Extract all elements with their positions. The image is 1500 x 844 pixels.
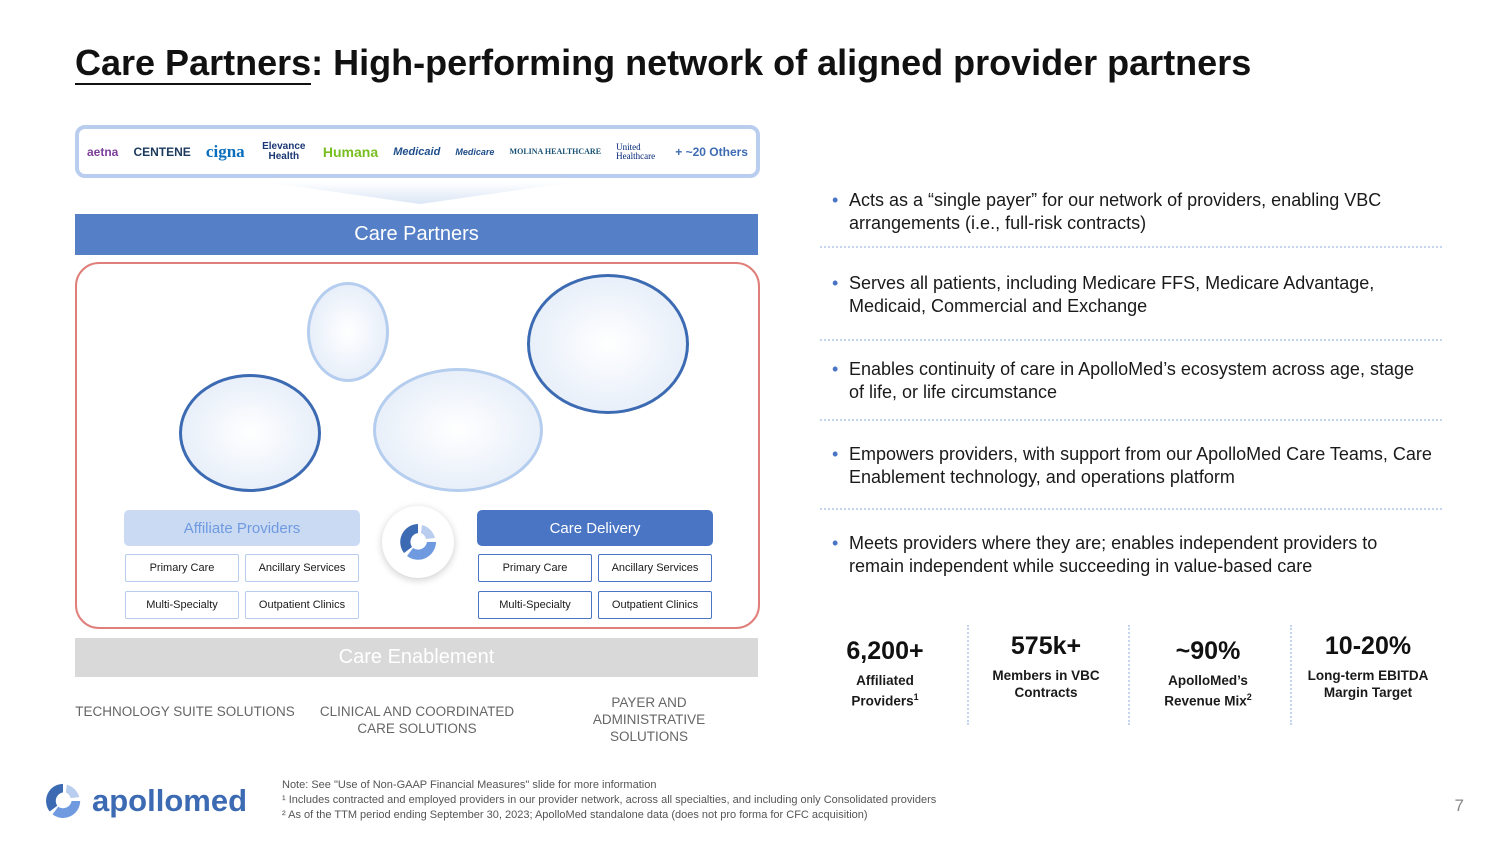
stat-affiliated-providers: 6,200+ Affiliated Providers1 [810,637,960,710]
payer-admin-solutions: PAYER AND ADMINISTRATIVE SOLUTIONS [592,695,706,744]
stat-label-text: Affiliated Providers [851,673,914,709]
bullet-empowers-providers: Empowers providers, with support from ou… [832,443,1432,489]
payer-logo-bar: aetna CENTENE cigna Elevance Health Huma… [75,125,760,178]
aetna-logo: aetna [87,144,119,159]
stat-label: Long-term EBITDA Margin Target [1307,668,1429,700]
unitedhealthcare-logo: United Healthcare [616,141,656,161]
affiliate-outpatient-clinics: Outpatient Clinics [245,591,359,619]
divider [820,419,1442,421]
divider [967,625,969,725]
footnote-1: ¹ Includes contracted and employed provi… [282,794,937,806]
page-number: 7 [1454,796,1464,815]
stat-ebitda-margin: 10-20% Long-term EBITDA Margin Target [1293,632,1443,701]
stat-value: 6,200+ [846,637,924,665]
delivery-multi-specialty: Multi-Specialty [478,591,592,619]
divider [820,508,1442,510]
technology-suite-solutions: TECHNOLOGY SUITE SOLUTIONS [75,704,295,719]
clinical-care-solutions: CLINICAL AND COORDINATED CARE SOLUTIONS [319,704,515,736]
affiliate-multi-specialty: Multi-Specialty [125,591,239,619]
care-enablement-banner: Care Enablement [75,638,758,677]
divider [820,246,1442,248]
care-partners-banner: Care Partners [75,214,758,255]
divider [1128,625,1130,725]
footnote-note: Note: See "Use of Non-GAAP Financial Mea… [282,779,657,791]
funnel-arrow [265,182,575,204]
footnote-ref: 1 [913,692,919,702]
bullet-single-payer: Acts as a “single payer” for our network… [832,189,1432,235]
divider [820,339,1442,341]
affiliate-primary-care: Primary Care [125,554,239,582]
title-underlined: Care Partners [75,42,312,85]
affiliate-ancillary-services: Ancillary Services [245,554,359,582]
hospital-illustration [179,374,321,492]
elevance-logo: Elevance Health [262,140,306,162]
footnote-ref: 2 [1246,692,1252,702]
brand-name: apollomed [92,783,248,818]
stat-label: Affiliated Providers1 [845,672,925,710]
footnotes: Note: See "Use of Non-GAAP Financial Mea… [282,778,936,823]
stat-revenue-mix: ~90% ApolloMed’s Revenue Mix2 [1133,637,1283,710]
clinic-team-illustration [373,368,543,492]
page-title: Care Partners: High-performing network o… [75,42,1252,85]
stat-value: 575k+ [1010,632,1082,660]
stat-label: ApolloMed’s Revenue Mix2 [1158,672,1258,710]
delivery-ancillary-services: Ancillary Services [598,554,712,582]
title-rest: : High-performing network of aligned pro… [311,42,1252,83]
divider [1290,625,1292,725]
apollomed-logo: apollomed [42,780,247,822]
medicare-logo: Medicare [455,146,495,157]
bullet-continuity-of-care: Enables continuity of care in ApolloMed’… [832,358,1432,404]
stat-label-text: ApolloMed’s Revenue Mix [1164,673,1248,709]
care-delivery-header: Care Delivery [477,510,713,546]
centene-logo: CENTENE [133,144,191,159]
stat-vbc-members: 575k+ Members in VBC Contracts [971,632,1121,701]
bullet-meets-providers: Meets providers where they are; enables … [832,532,1432,578]
footnote-2: ² As of the TTM period ending September … [282,809,868,821]
exam-room-illustration [527,274,689,414]
stat-value: 10-20% [1324,632,1412,660]
medicaid-logo: Medicaid [393,145,441,158]
stat-value: ~90% [1175,637,1241,665]
delivery-primary-care: Primary Care [478,554,592,582]
cigna-logo: cigna [205,141,245,161]
affiliate-providers-header: Affiliate Providers [124,510,360,546]
care-team-illustration [307,282,389,382]
others-label: + ~20 Others [675,144,748,159]
provider-network-panel: Affiliate Providers Primary Care Ancilla… [75,262,760,629]
bullet-serves-all-patients: Serves all patients, including Medicare … [832,272,1432,318]
stat-label: Members in VBC Contracts [992,668,1100,700]
apollomed-logo-icon [46,783,81,818]
delivery-outpatient-clinics: Outpatient Clinics [598,591,712,619]
apollomed-icon [382,506,454,578]
molina-logo: MOLINA HEALTHCARE [509,147,602,156]
humana-logo: Humana [322,143,379,160]
